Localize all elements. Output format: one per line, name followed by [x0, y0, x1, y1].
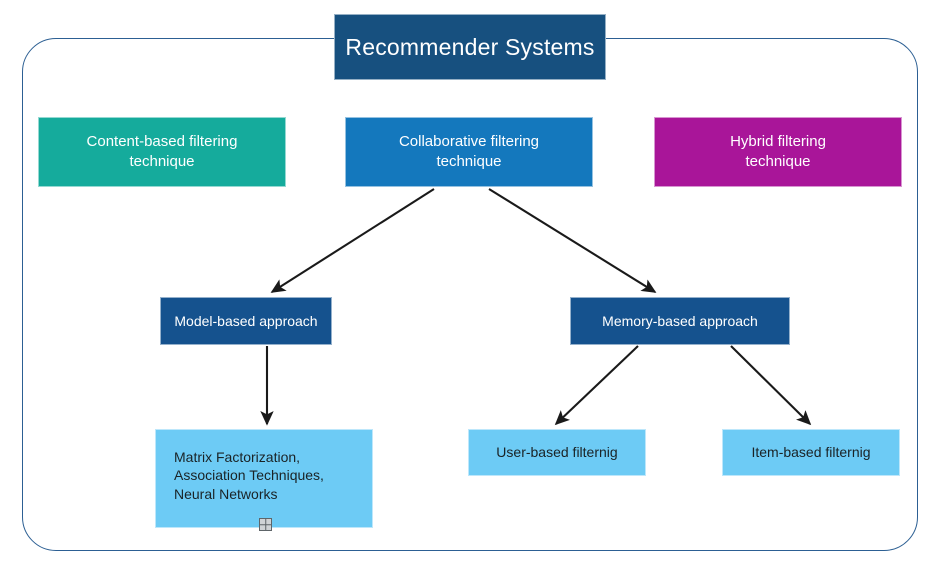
grid-handle-hline [260, 523, 271, 526]
node-item-based-filtering[interactable]: Item-based filternig [722, 429, 900, 476]
node-memory-based-label: Memory-based approach [602, 312, 758, 329]
node-content-based-label: Content-based filtering technique [86, 133, 238, 170]
node-matrix-label: Matrix Factorization, Association Techni… [174, 448, 324, 502]
node-user-based-filtering[interactable]: User-based filternig [468, 429, 646, 476]
node-model-based-label: Model-based approach [174, 312, 318, 329]
node-hybrid-label: Hybrid filtering technique [730, 133, 826, 170]
node-item-based-label: Item-based filternig [751, 444, 871, 461]
node-title-label: Recommender Systems [345, 33, 595, 60]
node-matrix-factorization[interactable]: Matrix Factorization, Association Techni… [155, 429, 373, 528]
node-collaborative-filtering[interactable]: Collaborative filtering technique [345, 117, 593, 187]
node-recommender-systems[interactable]: Recommender Systems [334, 14, 606, 80]
node-hybrid-filtering[interactable]: Hybrid filtering technique [654, 117, 902, 187]
grid-handle-icon[interactable] [259, 518, 272, 531]
node-collaborative-label: Collaborative filtering technique [398, 133, 540, 170]
node-content-based-filtering[interactable]: Content-based filtering technique [38, 117, 286, 187]
node-user-based-label: User-based filternig [496, 444, 618, 461]
node-memory-based-approach[interactable]: Memory-based approach [570, 297, 790, 345]
node-model-based-approach[interactable]: Model-based approach [160, 297, 332, 345]
